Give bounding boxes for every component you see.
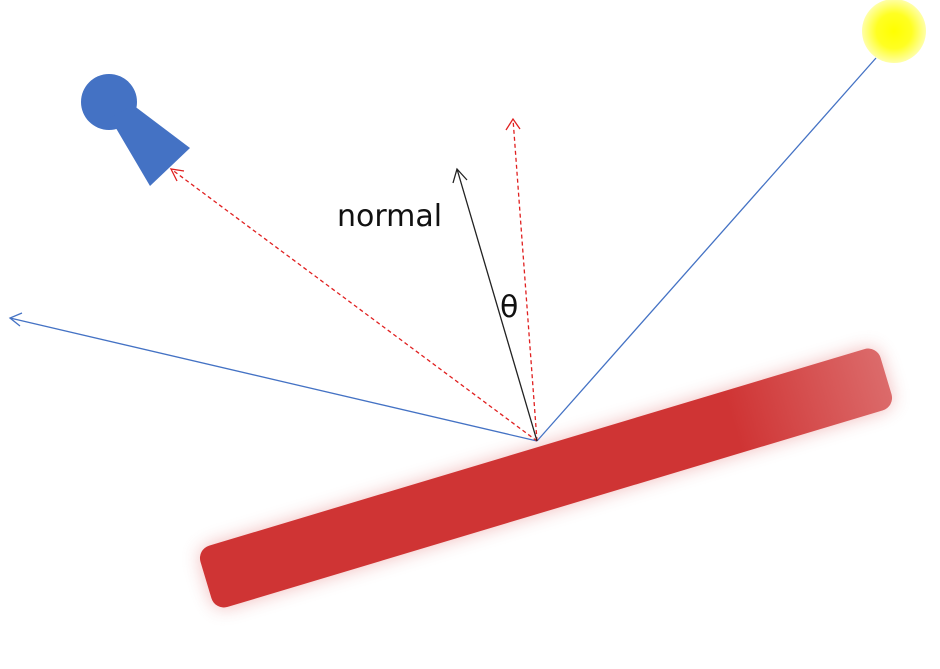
incident-ray: [536, 57, 877, 442]
camera-icon: [81, 74, 190, 186]
normal-vector: [452, 167, 538, 442]
view-vector: [169, 168, 538, 442]
angle-theta-label: θ: [500, 290, 518, 325]
sun-icon: [862, 0, 926, 63]
reflected-ray: [8, 312, 538, 442]
normal-label: normal: [337, 199, 442, 234]
reflective-surface: [199, 348, 893, 608]
halfway-vector: [505, 117, 538, 442]
